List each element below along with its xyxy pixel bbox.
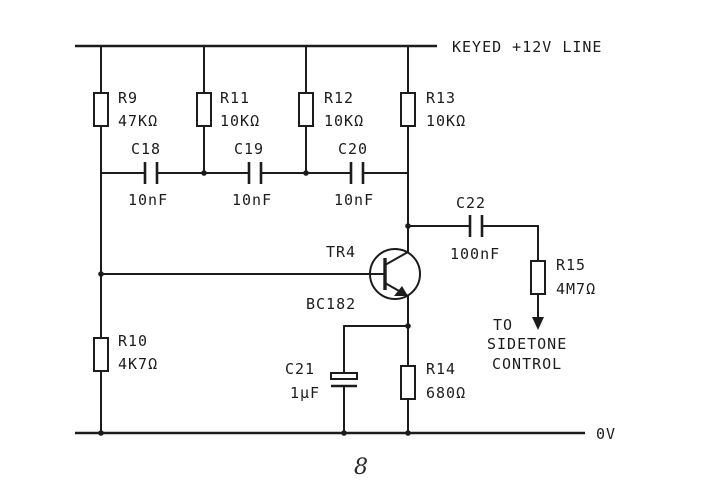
junction-dot (303, 170, 309, 176)
r15-value: 4M7Ω (556, 280, 596, 298)
r9-name: R9 (118, 89, 138, 107)
page-mark: 8 (354, 455, 368, 480)
r13-value: 10KΩ (426, 112, 466, 130)
tr4-type: BC182 (306, 295, 356, 313)
resistor-r9 (93, 45, 109, 174)
r11-name: R11 (220, 89, 250, 107)
capacitor-c21 (330, 372, 358, 388)
junction-dot (201, 170, 207, 176)
capacitor-c22 (468, 215, 484, 237)
resistor-r11 (196, 45, 212, 174)
resistor-r13 (400, 45, 416, 174)
r14-value: 680Ω (426, 384, 466, 402)
c21-name: C21 (285, 360, 315, 378)
tr4-name: TR4 (326, 243, 356, 261)
c19-name: C19 (234, 140, 264, 158)
c18-name: C18 (131, 140, 161, 158)
r13-name: R13 (426, 89, 456, 107)
resistor-r10 (93, 337, 109, 434)
junction-dot (405, 430, 411, 436)
junction-dot (98, 430, 104, 436)
ground-rail-label: 0V (596, 425, 616, 443)
capacitor-c20 (349, 162, 365, 184)
output-arrow-icon (532, 317, 544, 330)
c20-value: 10nF (334, 191, 374, 209)
r12-value: 10KΩ (324, 112, 364, 130)
resistor-r14 (400, 365, 416, 434)
r14-name: R14 (426, 360, 456, 378)
junction-dot (341, 430, 347, 436)
emitter-arrow-icon (394, 286, 408, 296)
r12-name: R12 (324, 89, 354, 107)
resistor-r15 (530, 260, 546, 319)
c21-value: 1µF (290, 384, 320, 402)
r10-value: 4K7Ω (118, 355, 158, 373)
c22-name: C22 (456, 194, 486, 212)
output-label-line-1: TO (493, 316, 513, 334)
c22-value: 100nF (450, 245, 500, 263)
capacitor-c18 (143, 162, 159, 184)
transistor-tr4 (369, 248, 421, 300)
r15-name: R15 (556, 256, 586, 274)
c19-value: 10nF (232, 191, 272, 209)
c20-name: C20 (338, 140, 368, 158)
c18-value: 10nF (128, 191, 168, 209)
r11-value: 10KΩ (220, 112, 260, 130)
r10-name: R10 (118, 332, 148, 350)
positive-rail-label: KEYED +12V LINE (452, 38, 602, 56)
capacitor-c19 (247, 162, 263, 184)
r9-value: 47KΩ (118, 112, 158, 130)
resistor-r12 (298, 45, 314, 174)
output-label-line-2: SIDETONE (487, 335, 567, 353)
output-label-line-3: CONTROL (492, 355, 562, 373)
